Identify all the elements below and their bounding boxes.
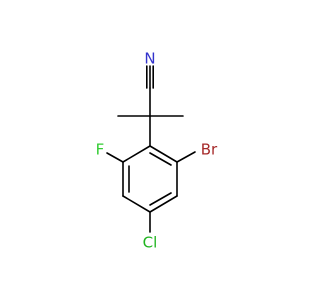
- bond-lines: [106, 65, 196, 233]
- ring-inner-bond-2: [149, 192, 172, 206]
- bromine-bond: [176, 151, 196, 163]
- atom-label-chlorine: Cl: [143, 234, 158, 252]
- ring-bond-top-right: [149, 145, 178, 163]
- structure-canvas: N Br F Cl: [96, 50, 218, 252]
- ring-inner-bond-1: [149, 152, 172, 166]
- atom-labels: N Br F Cl: [96, 50, 218, 252]
- ring-bond-bottom-right: [149, 195, 178, 213]
- ring-bond-bottom-left: [122, 195, 151, 213]
- fluorine-bond: [106, 152, 124, 163]
- atom-label-bromine: Br: [201, 141, 218, 159]
- atom-label-nitrogen: N: [144, 50, 155, 68]
- molecule-drawing: N Br F Cl: [96, 50, 218, 252]
- ring-bond-top-left: [122, 145, 151, 163]
- atom-label-fluorine: F: [96, 141, 105, 159]
